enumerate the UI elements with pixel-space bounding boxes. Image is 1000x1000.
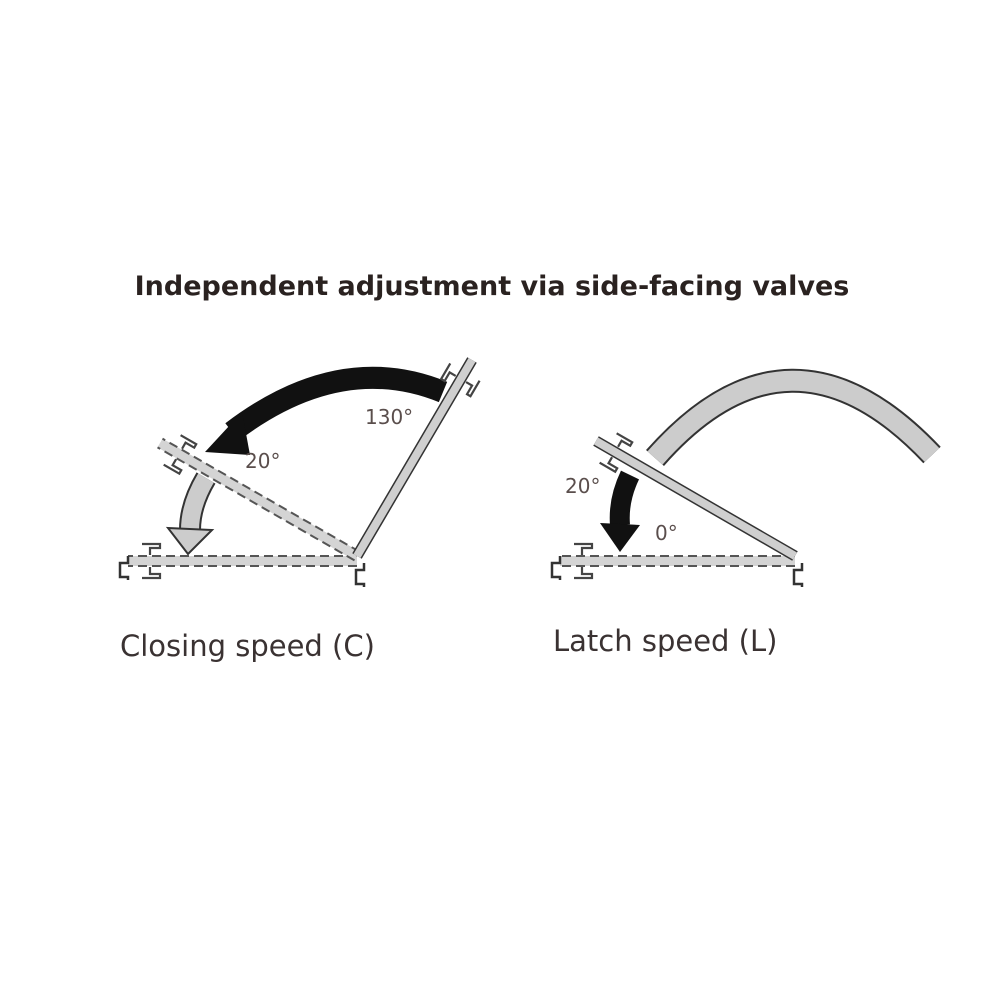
closing-speed-diagram (165, 366, 448, 556)
frame-profile-icon (550, 556, 562, 580)
handle-icon (163, 458, 183, 476)
closing-arrowhead-light (165, 526, 215, 556)
handle-icon (142, 542, 162, 555)
leaf-open-130deg (353, 357, 476, 559)
frame-profile-icon (792, 563, 804, 587)
closing-speed-caption: Closing speed (C) (120, 629, 375, 663)
angle-label-20: 20° (565, 474, 600, 498)
diagram-title: Independent adjustment via side-facing v… (135, 271, 850, 302)
handle-icon (616, 432, 634, 448)
closing-arrowhead-dark (205, 412, 250, 455)
angle-label-20: 20° (245, 449, 280, 473)
angle-label-130: 130° (365, 405, 413, 429)
latch-arc (647, 370, 940, 465)
leaf-20deg-dash (157, 446, 356, 562)
closing-arrow-dark (225, 366, 448, 441)
latch-speed-diagram (600, 368, 941, 552)
latch-arrow-dark (609, 470, 640, 526)
handle-icon (142, 567, 162, 580)
handle-icon (180, 434, 198, 450)
handle-icon (574, 567, 594, 580)
handle-icon (574, 542, 594, 555)
handle-icon (599, 456, 619, 474)
angle-label-0: 0° (655, 521, 678, 545)
leaf-20deg (593, 437, 798, 560)
handle-icon (465, 380, 481, 398)
frame-profile-icon (118, 556, 130, 580)
latch-speed-caption: Latch speed (L) (553, 624, 777, 658)
latch-arrowhead-dark (600, 523, 640, 552)
leaf-20deg-dash (161, 437, 360, 553)
frame-profile-icon (354, 563, 366, 587)
handle-icon (439, 362, 457, 383)
leaf-20deg (157, 438, 360, 561)
